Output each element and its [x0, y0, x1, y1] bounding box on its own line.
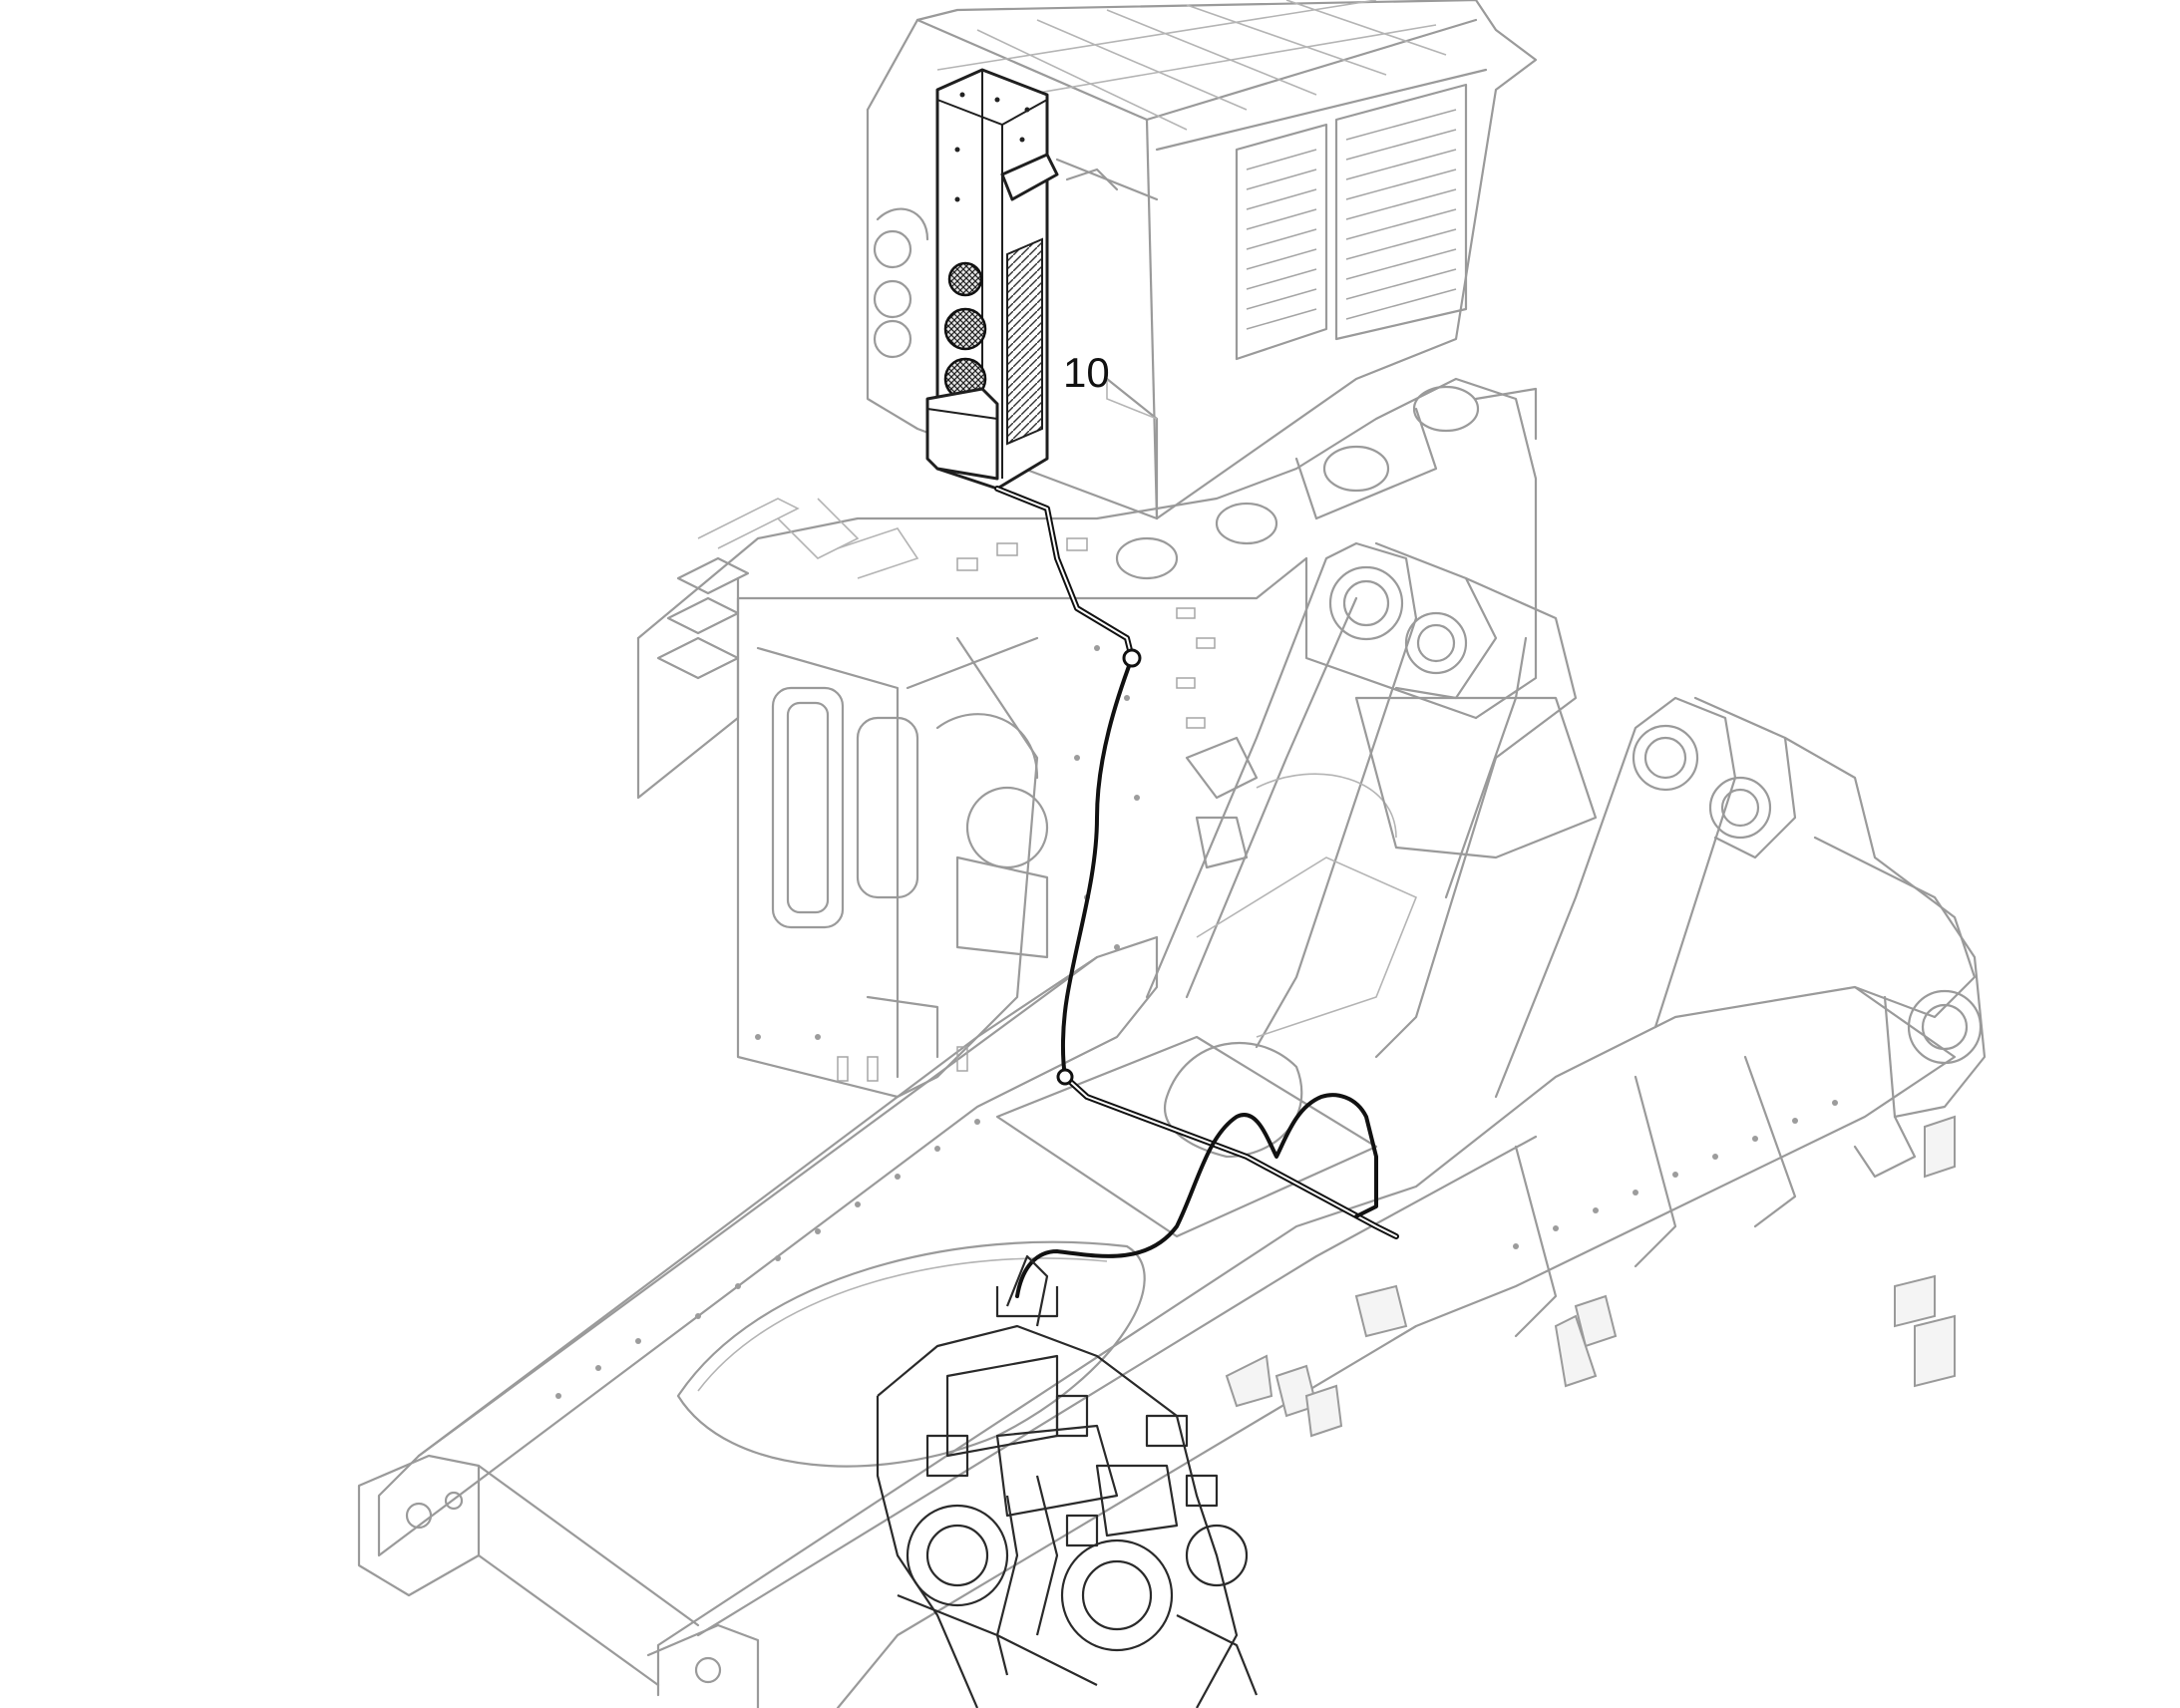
operator-cab [866, 0, 1538, 520]
cabinet-rivets [954, 92, 1030, 202]
frame-holes [555, 1100, 1838, 1399]
loader-frame [357, 541, 1987, 1708]
cab-base-module [636, 377, 1538, 1099]
cooling-fan-icon [943, 307, 987, 351]
engine-transmission-assembly [876, 1254, 1259, 1708]
cab-grille [1246, 109, 1457, 330]
wiring-harness-route [994, 486, 1399, 1298]
electrical-cabinet-highlight [925, 68, 1059, 491]
cooling-fan-icon [947, 261, 983, 297]
callout-label: 10 [1063, 349, 1110, 396]
